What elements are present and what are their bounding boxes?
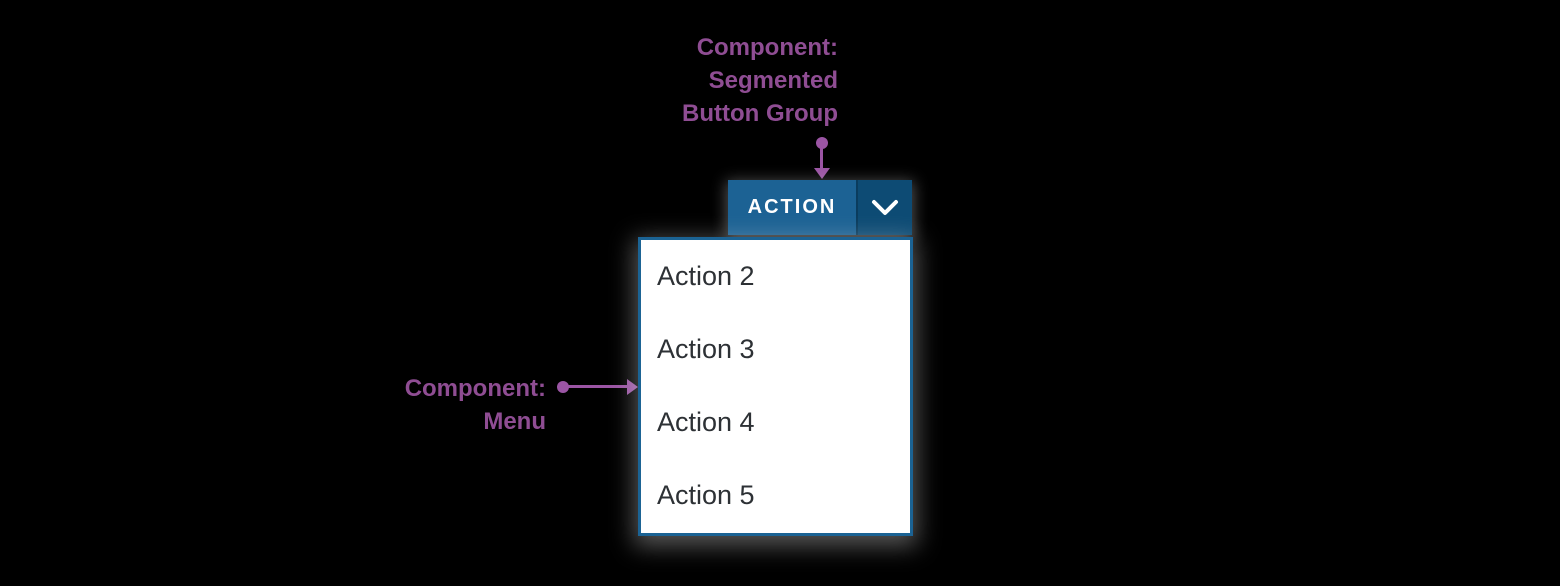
arrow-right-icon (627, 379, 638, 395)
annotation-segmented-button-group: Component: Segmented Button Group (578, 31, 838, 130)
annotation-name-line2: Button Group (682, 100, 838, 127)
menu-item-action-5[interactable]: Action 5 (641, 459, 910, 532)
connector-line-left (566, 385, 628, 388)
arrow-down-icon (814, 168, 830, 179)
menu-item-action-2[interactable]: Action 2 (641, 240, 910, 313)
connector-dot-left (557, 381, 569, 393)
connector-line-top (820, 147, 823, 170)
annotation-name: Menu (483, 408, 546, 435)
segmented-button-group: ACTION (728, 180, 912, 235)
menu-item-action-4[interactable]: Action 4 (641, 386, 910, 459)
annotation-prefix: Component: (696, 34, 838, 61)
chevron-down-icon (871, 199, 899, 217)
connector-dot-top (816, 137, 828, 149)
annotation-prefix: Component: (404, 375, 546, 402)
annotation-menu: Component: Menu (326, 372, 546, 438)
dropdown-toggle-button[interactable] (856, 180, 912, 235)
action-button[interactable]: ACTION (728, 180, 856, 235)
dropdown-menu: Action 2 Action 3 Action 4 Action 5 (638, 237, 913, 536)
menu-item-action-3[interactable]: Action 3 (641, 313, 910, 386)
annotation-name-line1: Segmented (708, 67, 838, 94)
